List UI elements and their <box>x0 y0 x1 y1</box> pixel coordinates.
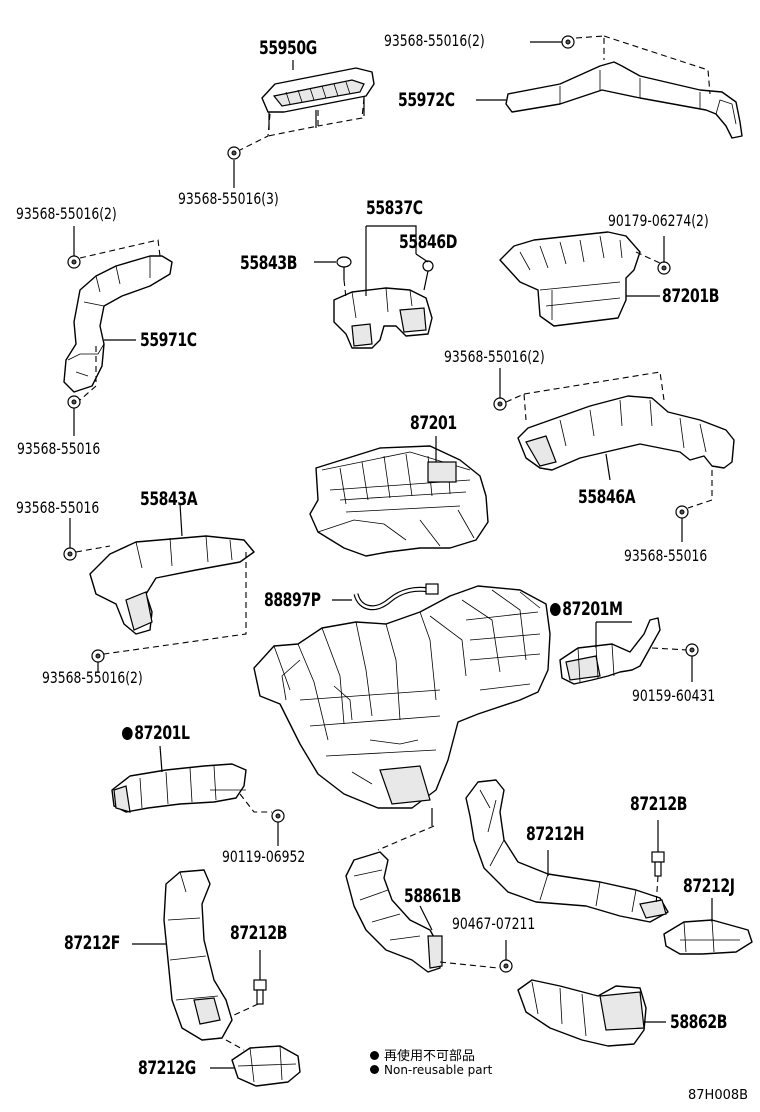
part-87212F-drawing <box>163 869 233 1041</box>
label-87212G: 87212G <box>138 1057 196 1079</box>
part-87201L-drawing <box>111 763 247 813</box>
bolt-55843B <box>336 256 352 280</box>
legend-dot-icon <box>370 1065 379 1074</box>
label-90159-60431: 90159-60431 <box>632 686 716 705</box>
part-55837C-drawing <box>333 287 433 349</box>
label-55846D: 55846D <box>399 231 457 253</box>
label-55971C: 55971C <box>140 329 197 351</box>
part-88897P-drawing <box>353 583 439 611</box>
legend-line-japanese: 再使用不可部品 <box>370 1045 475 1064</box>
legend-text-english: Non-reusable part <box>384 1063 493 1077</box>
label-87212H: 87212H <box>526 823 585 845</box>
label-87201M-text: 87201M <box>562 598 623 620</box>
label-90467-07211: 90467-07211 <box>452 914 536 933</box>
label-87201B: 87201B <box>662 285 719 307</box>
bolt-93568-2-top <box>561 35 575 49</box>
bolt-93568-2-mid <box>493 397 507 411</box>
part-87212G-drawing <box>231 1045 301 1087</box>
figure-code: 87H008B <box>688 1088 749 1103</box>
label-87212J: 87212J <box>683 875 735 897</box>
part-55843A-drawing <box>89 535 255 635</box>
legend-dot-icon <box>370 1051 379 1060</box>
label-90119-06952: 90119-06952 <box>222 847 306 866</box>
label-87201M: 87201M <box>550 600 623 619</box>
non-reusable-dot-icon <box>550 603 561 616</box>
label-88897P: 88897P <box>264 589 321 611</box>
part-55971C-drawing <box>63 255 173 393</box>
bolt-93568-a <box>63 547 77 561</box>
label-87212B-bottom: 87212B <box>230 922 287 944</box>
bolt-90179 <box>657 261 671 275</box>
part-55846A-drawing <box>517 395 735 471</box>
label-58862B: 58862B <box>670 1011 727 1033</box>
label-55843B: 55843B <box>240 252 297 274</box>
clip-87212B-bottom <box>253 979 267 1005</box>
bolt-90159 <box>685 643 699 657</box>
label-93568-55016-2-mid: 93568-55016(2) <box>444 347 545 366</box>
label-55972C: 55972C <box>398 89 455 111</box>
bolt-90119 <box>271 809 285 823</box>
part-58862B-drawing <box>517 979 647 1047</box>
bolt-93568-3 <box>227 146 241 160</box>
bolt-90467 <box>499 959 513 973</box>
main-hvac-unit-drawing <box>253 585 551 809</box>
label-87201L-text: 87201L <box>134 722 190 744</box>
part-55972C-drawing <box>505 61 743 139</box>
part-87212J-drawing <box>663 919 753 955</box>
label-55843A: 55843A <box>140 488 198 510</box>
part-58861B-drawing <box>345 851 443 973</box>
bolt-93568-2-bottom <box>91 649 105 663</box>
label-55950G: 55950G <box>259 37 317 59</box>
label-93568-55016-2-bottom: 93568-55016(2) <box>42 668 143 687</box>
label-90179-06274-2: 90179-06274(2) <box>608 211 709 230</box>
label-87201: 87201 <box>410 412 457 434</box>
label-55846A: 55846A <box>578 486 636 508</box>
bolt-93568-2-left <box>67 255 81 269</box>
non-reusable-dot-icon <box>122 727 133 740</box>
label-93568-55016-a: 93568-55016 <box>16 498 100 517</box>
label-93568-55016-2-top: 93568-55016(2) <box>384 31 485 50</box>
part-87201-drawing <box>309 445 489 557</box>
label-55837C: 55837C <box>366 197 423 219</box>
part-87212H-drawing <box>465 779 669 923</box>
label-93568-55016-2-left: 93568-55016(2) <box>16 204 117 223</box>
clip-87212B-top <box>651 851 665 877</box>
part-87201B-drawing <box>499 231 641 327</box>
label-87201L: 87201L <box>122 724 190 743</box>
label-87212F: 87212F <box>64 932 120 954</box>
label-93568-55016-3: 93568-55016(3) <box>178 189 279 208</box>
bolt-93568-right <box>675 505 689 519</box>
label-58861B: 58861B <box>404 885 461 907</box>
label-87212B-top: 87212B <box>630 793 687 815</box>
legend-text-japanese: 再使用不可部品 <box>384 1049 476 1064</box>
legend-line-english: Non-reusable part <box>370 1063 492 1077</box>
part-55950G-drawing <box>261 67 375 130</box>
label-93568-55016-left-low: 93568-55016 <box>17 439 101 458</box>
bolt-93568-left-low <box>67 395 81 409</box>
part-87201M-drawing <box>559 617 661 685</box>
label-93568-55016-right: 93568-55016 <box>624 546 708 565</box>
bolt-55846D <box>422 260 434 291</box>
